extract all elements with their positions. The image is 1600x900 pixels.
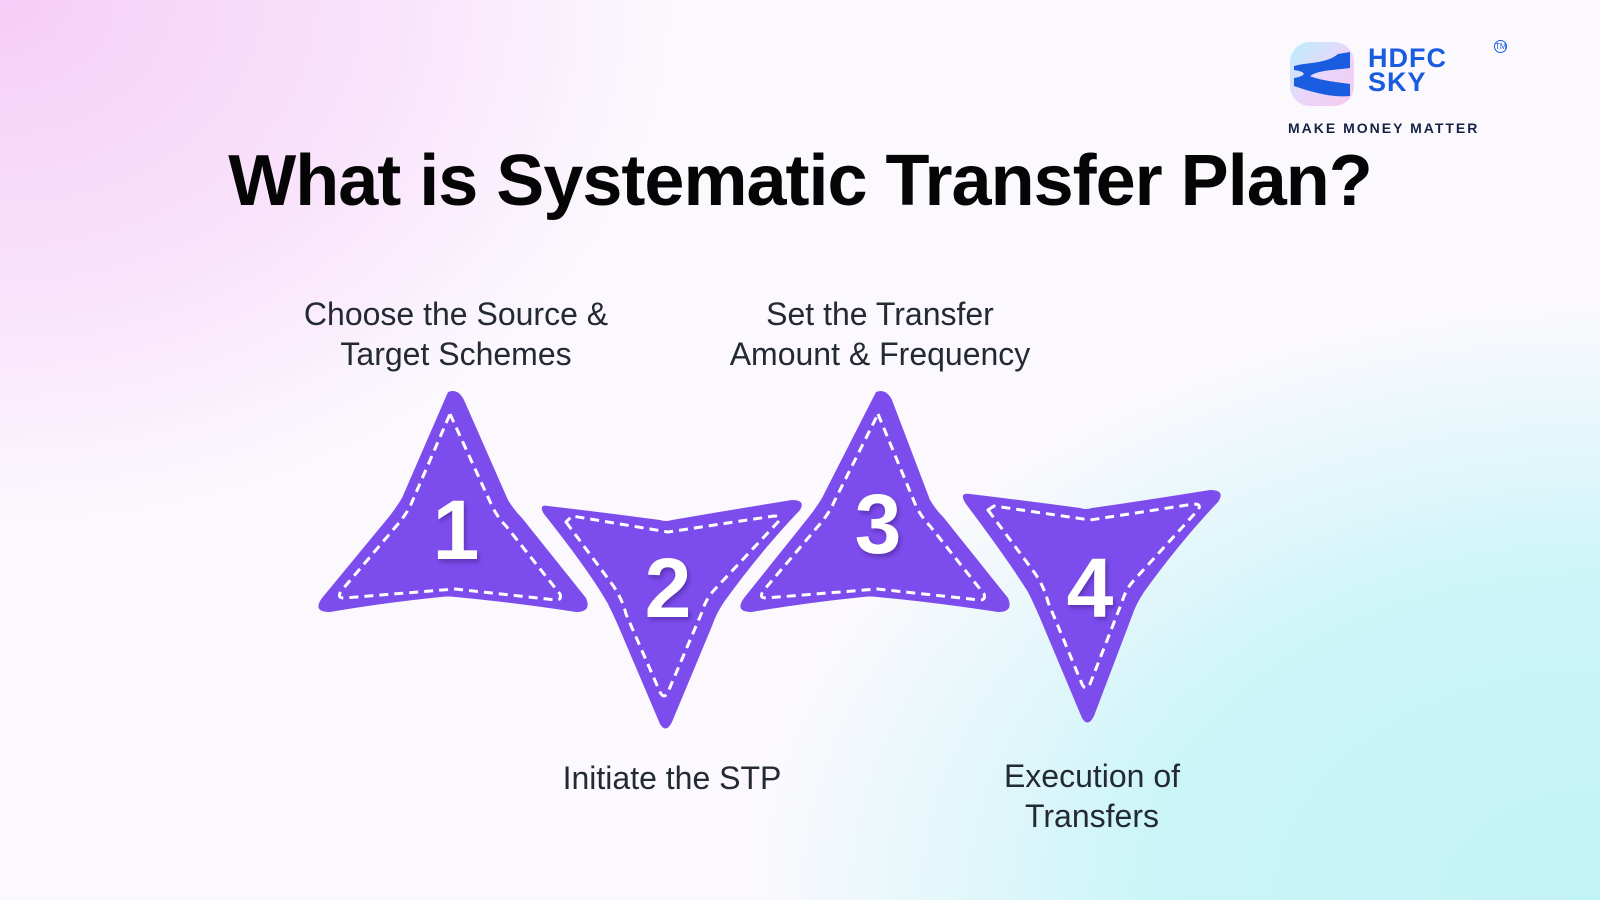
hdfc-sky-logo-icon xyxy=(1290,42,1354,106)
brand-tagline: MAKE MONEY MATTER xyxy=(1288,120,1480,136)
step-1-number: 1 xyxy=(432,483,480,577)
step-2-label: Initiate the STP xyxy=(472,758,872,798)
trademark-badge: TM xyxy=(1494,40,1507,53)
brand-name-line1: HDFC xyxy=(1368,43,1447,73)
step-1-star-icon xyxy=(318,391,588,612)
brand-name: HDFC SKY xyxy=(1368,43,1447,97)
step-2-label-line1: Initiate the STP xyxy=(562,760,782,796)
step-1-label: Choose the Source & Target Schemes xyxy=(256,294,656,374)
step-4-number: 4 xyxy=(1066,541,1114,635)
step-3-label-line2: Amount & Frequency xyxy=(729,336,1031,372)
step-2-star-icon xyxy=(541,500,802,729)
step-3-label: Set the Transfer Amount & Frequency xyxy=(680,294,1080,374)
step-1-label-line1: Choose the Source & xyxy=(303,296,609,332)
step-3-star-icon xyxy=(740,391,1010,612)
step-2-number: 2 xyxy=(644,541,692,635)
step-4-label: Execution of Transfers xyxy=(892,756,1292,836)
step-3-number: 3 xyxy=(854,477,902,571)
step-1-label-line2: Target Schemes xyxy=(340,336,572,372)
step-4-star-icon xyxy=(962,490,1221,723)
page-title: What is Systematic Transfer Plan? xyxy=(228,141,1372,221)
brand-name-line2: SKY xyxy=(1368,67,1427,97)
step-4-label-line2: Transfers xyxy=(1025,798,1159,834)
step-4-label-line1: Execution of xyxy=(1003,758,1181,794)
step-3-label-line1: Set the Transfer xyxy=(766,296,994,332)
brand-logo: HDFC SKY TM MAKE MONEY MATTER xyxy=(1288,38,1518,138)
